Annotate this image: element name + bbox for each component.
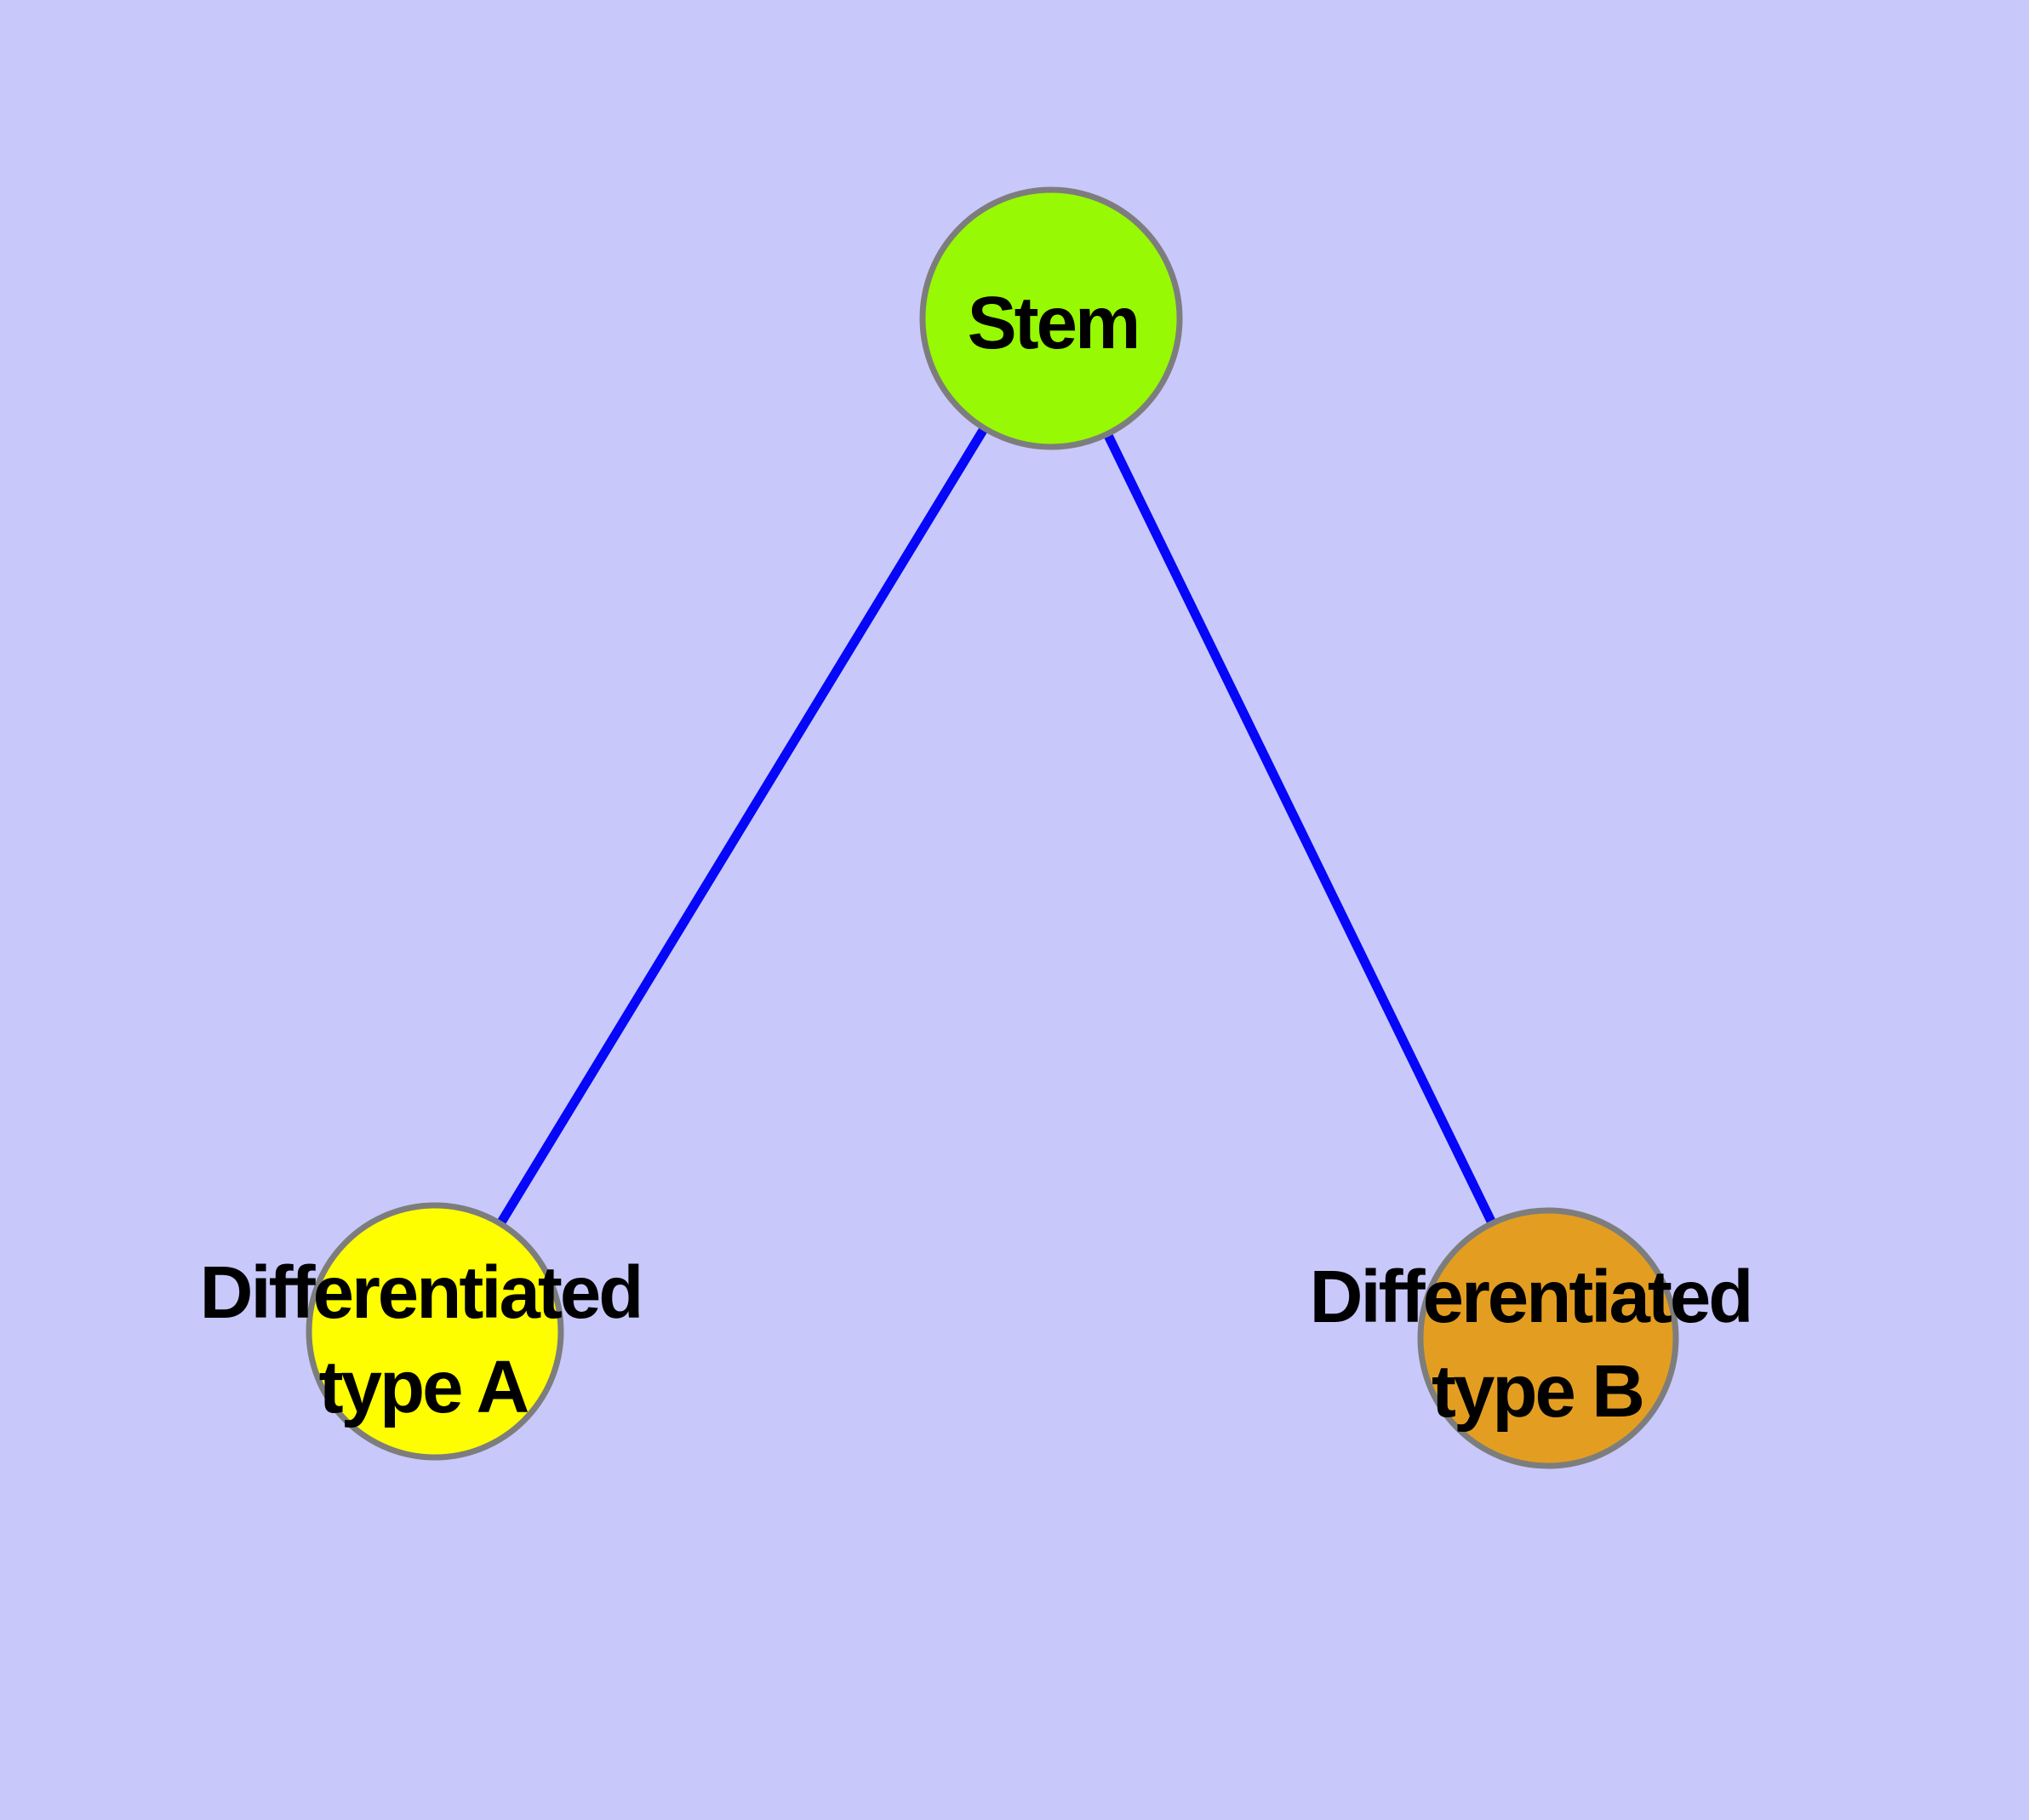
- edge-stem-to-type-a: [431, 316, 1055, 1334]
- node-type-a-label-line-1: Differentiated: [200, 1251, 642, 1334]
- node-type-a-label-line-2: type A: [319, 1346, 529, 1428]
- node-differentiated-type-b: [1417, 1207, 1679, 1469]
- node-type-b-label-line-1: Differentiated: [1310, 1256, 1752, 1338]
- node-differentiated-type-a: [306, 1202, 564, 1461]
- node-type-b-label-line-2: type B: [1432, 1350, 1643, 1433]
- node-stem: [919, 186, 1183, 450]
- node-stem-label: Stem: [968, 282, 1139, 364]
- edge-stem-to-type-b: [1047, 316, 1552, 1341]
